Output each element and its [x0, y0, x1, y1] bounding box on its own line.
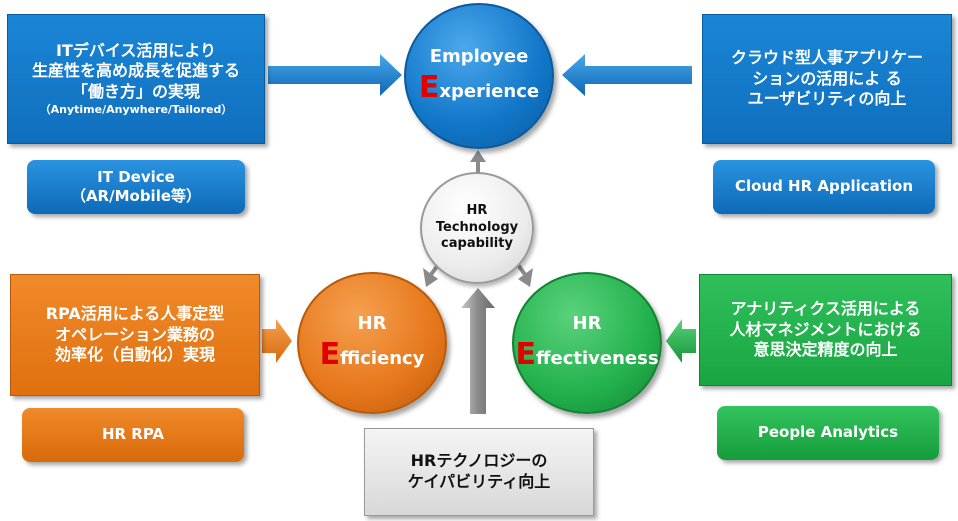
pill-label: Cloud HR Application: [734, 177, 914, 196]
arrow-right-to-experience: [562, 54, 692, 96]
description-line: アナリティクス活用による: [730, 298, 921, 318]
pill-label: HR RPA: [101, 425, 165, 444]
it-device-description-box: ITデバイス活用により 生産性を高め成長を促進する 「働き方」の実現 （Anyt…: [7, 14, 265, 144]
description-line: ションの活用によ る: [752, 68, 902, 88]
circle-line1: Employee: [429, 45, 529, 67]
accent-letter: E: [418, 70, 440, 106]
pill-label: People Analytics: [757, 423, 899, 442]
description-line: HRテクノロジーの: [410, 451, 548, 471]
description-line: 意思決定精度の向上: [753, 340, 898, 360]
description-line: ITデバイス活用により: [55, 40, 217, 60]
circle-line3: capability: [441, 236, 513, 252]
hr-technology-capability-circle: HR Technology capability: [420, 172, 534, 284]
analytics-description-box: アナリティクス活用による 人材マネジメントにおける 意思決定精度の向上: [699, 274, 952, 386]
circle-line1: HR: [466, 202, 488, 218]
it-device-pill: IT Device （AR/Mobile等）: [27, 160, 245, 214]
arrow-to-effectiveness: [666, 319, 696, 363]
circle-line2: Technology: [435, 219, 519, 235]
description-line: 効率化（自動化）実現: [54, 345, 215, 365]
hr-tech-capability-box: HRテクノロジーの ケイパビリティ向上: [364, 428, 594, 516]
rpa-description-box: RPA活用による人事定型 オペレーション業務の 効率化（自動化）実現: [10, 274, 260, 396]
hr-rpa-pill: HR RPA: [22, 408, 244, 462]
description-line: 生産性を高め成長を促進する: [31, 61, 240, 81]
description-line: 人材マネジメントにおける: [729, 319, 922, 339]
description-line: 「働き方」の実現: [71, 82, 200, 102]
description-subline: （Anytime/Anywhere/Tailored）: [39, 103, 233, 117]
pill-line: （AR/Mobile等）: [70, 187, 202, 205]
description-line: オペレーション業務の: [55, 324, 215, 344]
description-line: クラウド型人事アプリケー: [730, 47, 923, 67]
arrow-to-efficiency: [262, 319, 292, 363]
people-analytics-pill: People Analytics: [717, 406, 939, 460]
accent-letter: E: [319, 337, 341, 373]
cloud-hr-application-pill: Cloud HR Application: [713, 160, 935, 214]
employee-experience-circle: Employee Experience: [404, 3, 554, 149]
circle-line2-rest: xperience: [439, 81, 540, 103]
description-line: ユーザビリティの向上: [747, 89, 907, 109]
hr-efficiency-circle: HR Efficiency: [297, 272, 447, 414]
circle-line2-rest: ffectiveness: [535, 348, 659, 370]
arrow-up-to-center: [461, 288, 495, 414]
circle-line1: HR: [572, 312, 602, 334]
description-line: RPA活用による人事定型: [45, 303, 225, 323]
pill-line: IT Device: [97, 167, 175, 186]
hr-effectiveness-circle: HR Effectiveness: [512, 272, 662, 414]
cloud-hr-description-box: クラウド型人事アプリケー ションの活用によ る ユーザビリティの向上: [702, 14, 952, 144]
circle-line2-rest: fficiency: [340, 348, 425, 370]
arrow-left-to-experience: [268, 54, 402, 96]
circle-line1: HR: [357, 312, 387, 334]
description-line: ケイパビリティ向上: [407, 472, 551, 491]
accent-letter: E: [515, 337, 536, 373]
